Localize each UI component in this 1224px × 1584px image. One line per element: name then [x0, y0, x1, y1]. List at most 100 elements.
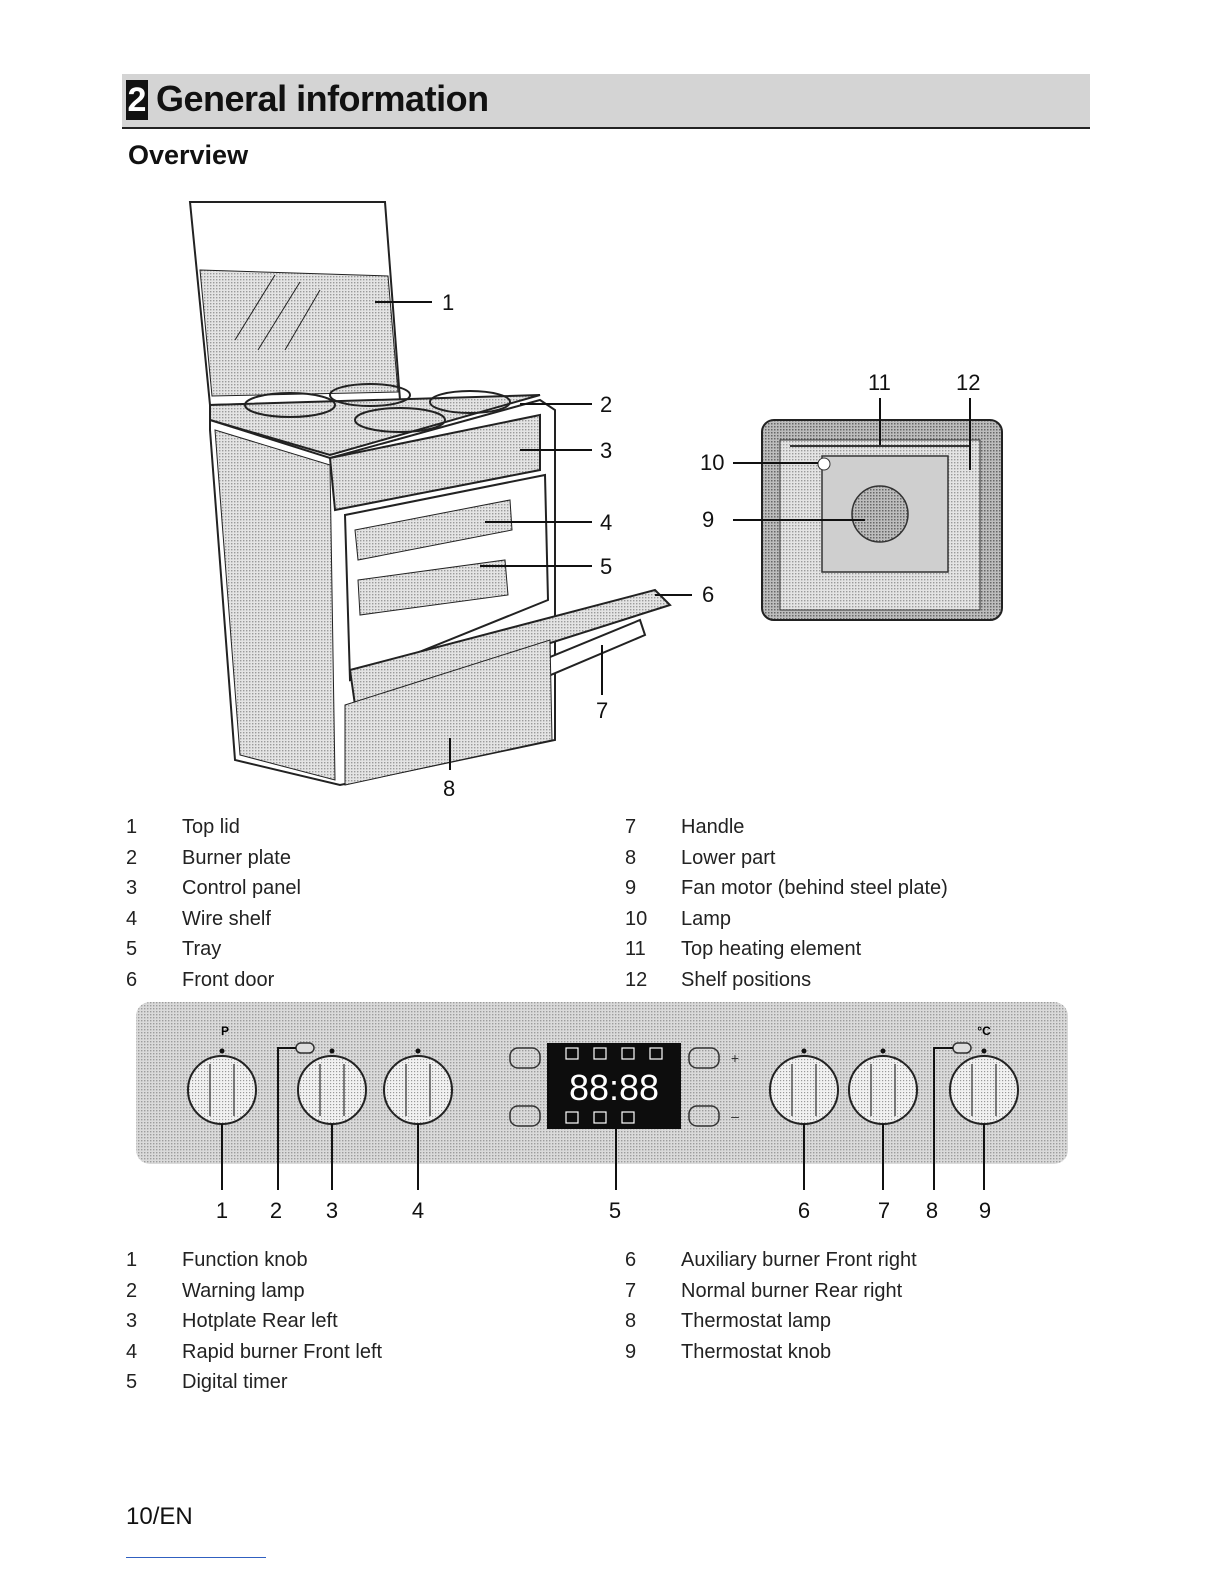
legend-number: 7 [625, 1279, 637, 1302]
legend-label: Handle [681, 816, 745, 838]
chapter-title: General information [156, 78, 489, 119]
panel-callout-8: 8 [926, 1198, 938, 1223]
legend-label: Digital timer [182, 1371, 288, 1394]
legend-item: 8 Thermostat lamp [625, 1306, 917, 1337]
legend-label: Wire shelf [182, 907, 271, 930]
legend-label: Normal burner Rear right [681, 1279, 903, 1302]
legend-label: Fan motor (behind steel plate) [681, 877, 948, 900]
legend-item: 7 Normal burner Rear right [625, 1276, 917, 1307]
knobs [187, 1055, 1019, 1125]
legend-number: 10 [625, 907, 648, 930]
panel-callouts: 1 2 3 4 5 6 7 8 9 [216, 1198, 991, 1223]
thermostat-mark: °C [977, 1024, 991, 1038]
legend-item: 4 Wire shelf [126, 904, 301, 935]
page-number: 10/EN [126, 1503, 193, 1530]
legend-label: Top heating element [681, 938, 862, 961]
control-panel-illustration: 88:88 P °C + – 1 2 3 4 5 6 7 8 9 [136, 1002, 1068, 1223]
callout-2: 2 [600, 392, 612, 417]
timer-button-bottom-left [509, 1105, 541, 1127]
legend-number: 5 [126, 1371, 138, 1394]
legend-number: 8 [625, 1310, 637, 1333]
legend-item: 6 Front door [126, 965, 301, 996]
normal-burner-knob [848, 1055, 918, 1125]
legend-label: Thermostat lamp [681, 1310, 832, 1333]
legend-number: 5 [126, 938, 138, 961]
auxiliary-burner-knob [769, 1055, 839, 1125]
legend-number: 2 [126, 846, 138, 869]
legend-item: 7 Handle [625, 812, 948, 843]
legend-number: 7 [625, 816, 637, 838]
hotplate-knob [297, 1055, 367, 1125]
legend-number: 9 [625, 877, 637, 900]
callout-10: 10 [700, 450, 724, 475]
stove-drawing [188, 201, 672, 787]
oven-illustration: 1 2 3 4 5 6 7 8 9 10 11 12 [188, 201, 1003, 801]
oven-callouts: 1 2 3 4 5 6 7 8 9 10 11 12 [442, 290, 980, 801]
timer-button-minus [688, 1105, 720, 1127]
legend-label: Control panel [182, 877, 301, 900]
section-title: Overview [128, 140, 249, 170]
legend-number: 3 [126, 1310, 138, 1333]
thermostat-lamp [952, 1042, 972, 1054]
legend-item: 9 Fan motor (behind steel plate) [625, 873, 948, 904]
legend-number: 3 [126, 877, 138, 900]
legend-item: 8 Lower part [625, 843, 948, 874]
legend-label: Lower part [681, 846, 776, 869]
legend-label: Lamp [681, 907, 732, 930]
legend-number: 2 [126, 1279, 138, 1302]
legend-label: Shelf positions [681, 968, 812, 991]
legend-item: 1 Function knob [126, 1245, 382, 1276]
legend-label: Hotplate Rear left [182, 1310, 338, 1333]
legend-label: Burner plate [182, 846, 291, 869]
function-knob [187, 1055, 257, 1125]
function-mark: P [221, 1024, 229, 1038]
warning-lamp [295, 1042, 315, 1054]
legend-item: 3 Hotplate Rear left [126, 1306, 382, 1337]
digital-timer [547, 1043, 681, 1129]
panel-callout-3: 3 [326, 1198, 338, 1223]
panel-leader-lines [221, 1047, 985, 1190]
callout-6: 6 [702, 582, 714, 607]
panel-callout-5: 5 [609, 1198, 621, 1223]
legend-number: 11 [625, 938, 646, 961]
legend-label: Tray [182, 938, 222, 961]
legend-item: 5 Tray [126, 934, 301, 965]
legend-label: Auxiliary burner Front right [681, 1249, 917, 1271]
legend-number: 8 [625, 846, 637, 869]
callout-9: 9 [702, 507, 714, 532]
legend-item: 3 Control panel [126, 873, 301, 904]
callout-8: 8 [443, 776, 455, 801]
panel-callout-1: 1 [216, 1198, 228, 1223]
legend-number: 4 [126, 1340, 138, 1363]
thermostat-knob [949, 1055, 1019, 1125]
legend-number: 6 [126, 968, 138, 991]
timer-display: 88:88 [569, 1067, 659, 1108]
callout-11: 11 [868, 370, 891, 395]
panel-callout-7: 7 [878, 1198, 890, 1223]
legend-number: 9 [625, 1340, 637, 1363]
legend-number: 1 [126, 1249, 138, 1271]
leader-lines [375, 301, 971, 770]
legend-label: Thermostat knob [681, 1340, 832, 1363]
panel-callout-2: 2 [270, 1198, 282, 1223]
legend-item: 4 Rapid burner Front left [126, 1337, 382, 1368]
chapter-number: 2 [126, 80, 148, 120]
timer-button-top-left [509, 1047, 541, 1069]
legend-item: 5 Digital timer [126, 1367, 382, 1398]
legend-label: Rapid burner Front left [182, 1340, 383, 1363]
legend-label: Front door [182, 968, 275, 991]
legend-number: 4 [126, 907, 138, 930]
callout-7: 7 [596, 698, 608, 723]
legend-item: 11 Top heating element [625, 934, 948, 965]
plus-mark: + [731, 1050, 739, 1066]
panel-callout-6: 6 [798, 1198, 810, 1223]
overview-legend-right: 7 Handle 8 Lower part 9 Fan motor (behind s… [625, 812, 948, 996]
legend-label: Function knob [182, 1249, 308, 1271]
callout-3: 3 [600, 438, 612, 463]
callout-1: 1 [442, 290, 454, 315]
